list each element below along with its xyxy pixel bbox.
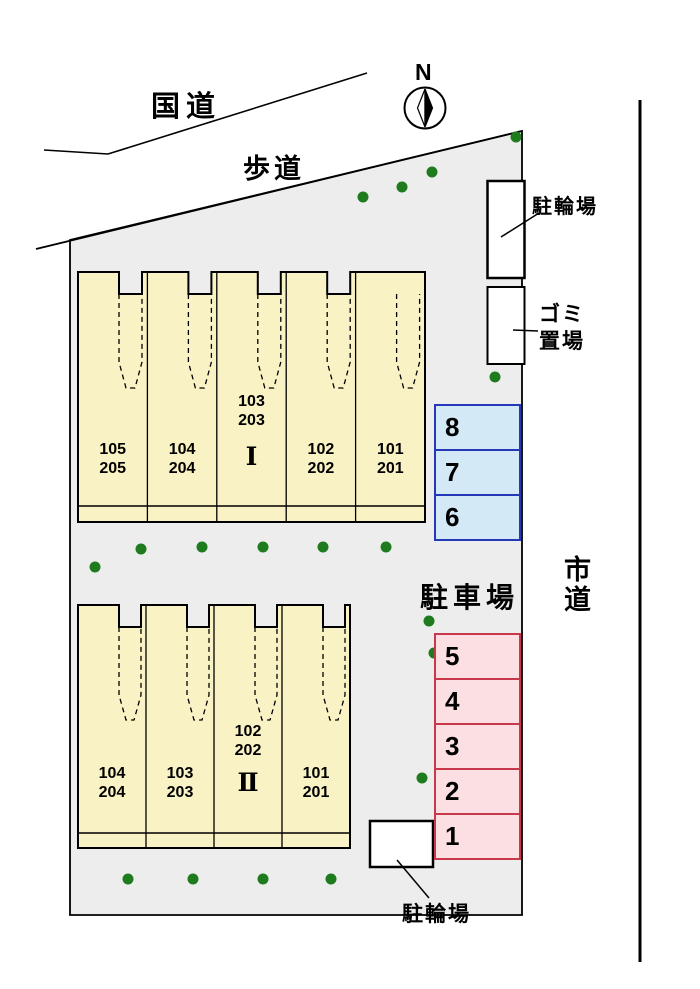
parking-space-2: 2 — [434, 768, 521, 815]
tree-icon — [196, 541, 208, 553]
building-1-unit-5-label: 101 201 — [376, 441, 404, 477]
parking-space-3: 3 — [434, 723, 521, 770]
building-1-unit-1-label: 105 205 — [99, 441, 127, 477]
parking-lot-label: 駐車場 — [420, 582, 520, 613]
bicycle-parking-bottom-label: 駐輪場 — [402, 903, 471, 926]
parking-red-stack: 5 4 3 2 1 — [434, 633, 521, 860]
bicycle-parking-top-label: 駐輪場 — [532, 196, 598, 218]
tree-icon — [357, 191, 369, 203]
garbage-pointer-line — [512, 329, 539, 332]
compass — [403, 86, 447, 130]
entrance-dashed-line — [322, 627, 346, 721]
entrance-dashed-line — [118, 294, 143, 389]
tree-icon — [257, 873, 269, 885]
parking-space-5: 5 — [434, 633, 521, 680]
parking-space-7: 7 — [434, 449, 521, 496]
building-1-unit-4-label: 102 202 — [307, 441, 335, 477]
parking-space-8: 8 — [434, 404, 521, 451]
tree-icon — [89, 561, 101, 573]
building-2-unit-4-label: 101 201 — [302, 765, 330, 801]
tree-icon — [396, 181, 408, 193]
city-road-label: 市道 — [560, 555, 590, 615]
building-1 — [77, 271, 426, 523]
building-2-unit-2-label: 103 203 — [166, 765, 194, 801]
tree-icon — [416, 772, 428, 784]
compass-needle-east — [424, 88, 434, 128]
national-road-label: 国道 — [151, 91, 222, 123]
tree-icon — [122, 873, 134, 885]
tree-icon — [187, 873, 199, 885]
tree-icon — [257, 541, 269, 553]
tree-icon — [510, 131, 522, 143]
compass-north-label: N — [415, 59, 432, 85]
entrance-dashed-line — [326, 294, 351, 389]
garbage-area-box — [486, 286, 526, 365]
building-2-unit-3-label: 102 202 — [234, 723, 262, 759]
entrance-dashed-line — [254, 627, 278, 721]
tree-icon — [325, 873, 337, 885]
parking-space-4: 4 — [434, 678, 521, 725]
parking-space-1: 1 — [434, 813, 521, 860]
tree-group — [89, 131, 522, 885]
tree-icon — [489, 371, 501, 383]
parking-space-6: 6 — [434, 494, 521, 541]
entrance-dashed-line — [257, 294, 282, 389]
bicycle-parking-top-box — [486, 179, 526, 280]
national-road-line — [43, 72, 368, 155]
building-2 — [77, 604, 351, 849]
tree-icon — [423, 615, 435, 627]
entrance-dashed-line — [118, 627, 142, 721]
parking-blue-stack: 8 7 6 — [434, 404, 521, 541]
entrance-dashed-line — [186, 627, 210, 721]
bicycle-parking-bottom-box — [368, 819, 435, 869]
building-2-unit-1-label: 104 204 — [98, 765, 126, 801]
building-2-name-label: Ⅱ — [237, 770, 259, 797]
entrance-dashed-line — [187, 294, 213, 389]
building-1-unit-2-label: 104 204 — [168, 441, 196, 477]
building-1-unit-3-label: 103 203 — [238, 393, 265, 429]
sidewalk-label: 歩道 — [243, 154, 305, 184]
garbage-area-label: ゴミ 置場 — [539, 303, 585, 353]
tree-icon — [380, 541, 392, 553]
building-1-name-label: Ⅰ — [245, 444, 258, 471]
sidewalk-line — [35, 130, 523, 250]
tree-icon — [135, 543, 147, 555]
bicycle-bottom-pointer-line — [396, 859, 430, 899]
bicycle-top-pointer-line — [500, 212, 540, 238]
tree-icon — [317, 541, 329, 553]
tree-icon — [426, 166, 438, 178]
entrance-dashed-line — [395, 294, 421, 389]
